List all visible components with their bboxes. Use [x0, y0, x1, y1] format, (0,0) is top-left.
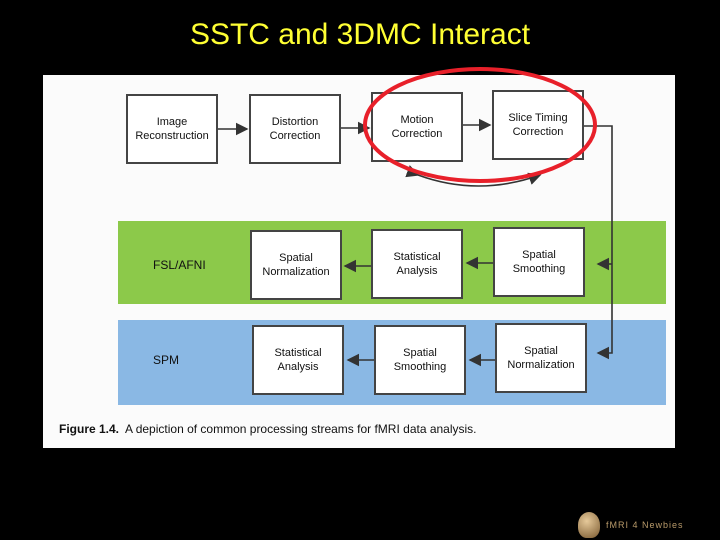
spm-statistical-analysis-box: Statistical Analysis	[252, 325, 344, 395]
fmri-4-newbies-logo: fMRI 4 Newbies	[578, 512, 684, 538]
fsl-spatial-normalization-box: Spatial Normalization	[250, 230, 342, 300]
slice-timing-correction-box: Slice Timing Correction	[492, 90, 584, 160]
motion-slice-timing-interaction-arc	[405, 165, 542, 187]
image-reconstruction-box: Image Reconstruction	[126, 94, 218, 164]
highlight-ellipse	[363, 67, 597, 183]
caption-number: Figure 1.4.	[59, 422, 120, 436]
fsl-spatial-smoothing-box: Spatial Smoothing	[493, 227, 585, 297]
logo-text: fMRI 4 Newbies	[606, 520, 684, 530]
spm-spatial-smoothing-box: Spatial Smoothing	[374, 325, 466, 395]
fsl-statistical-analysis-box: Statistical Analysis	[371, 229, 463, 299]
head-icon	[578, 512, 600, 538]
processing-stream-figure: FSL/AFNI SPM Image Reconstruction Distor…	[43, 75, 675, 448]
spm-spatial-normalization-box: Spatial Normalization	[495, 323, 587, 393]
distortion-correction-box: Distortion Correction	[249, 94, 341, 164]
main-stream-connector	[584, 125, 613, 360]
slide-title: SSTC and 3DMC Interact	[189, 18, 531, 51]
fsl-afni-label: FSL/AFNI	[153, 258, 206, 272]
figure-caption: Figure 1.4. A depiction of common process…	[59, 422, 477, 436]
motion-correction-box: Motion Correction	[371, 92, 463, 162]
caption-text: A depiction of common processing streams…	[125, 422, 477, 436]
spm-label: SPM	[153, 353, 180, 367]
